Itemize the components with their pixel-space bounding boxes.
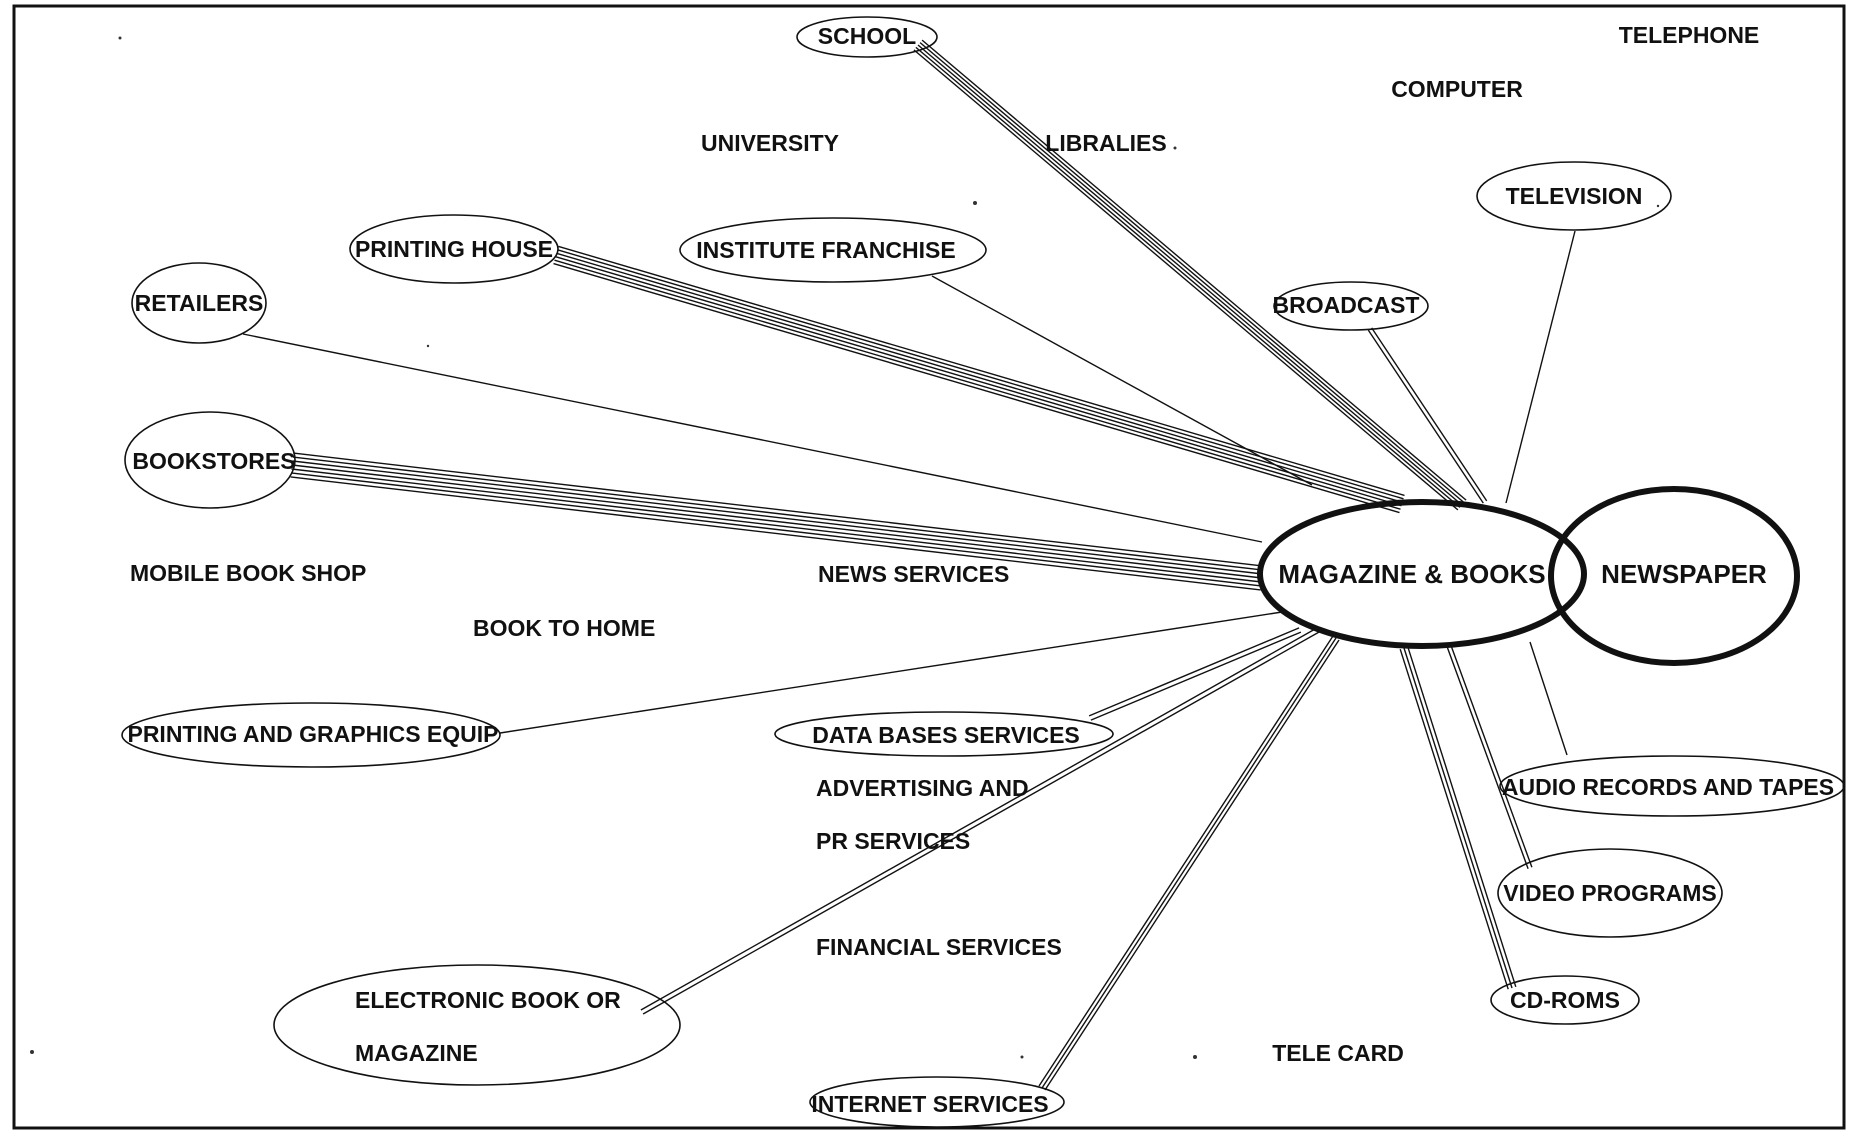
video-programs-label: VIDEO PROGRAMS: [1503, 880, 1716, 906]
printing-graphics-outline: [121, 702, 501, 768]
school-link: [919, 42, 1465, 504]
retailers-label: RETAILERS: [135, 290, 264, 316]
printing-house-link: [555, 256, 1402, 507]
school-link: [921, 39, 1467, 501]
printing-house-outline: [349, 214, 559, 284]
internet-services-link: [1044, 639, 1340, 1091]
book-to-home-label: BOOK TO HOME: [473, 615, 655, 641]
node-labels: SCHOOL TELEPHONE COMPUTER UNIVERSITY LIB…: [127, 22, 1834, 1117]
newspaper-hub-label: NEWSPAPER: [1601, 559, 1767, 589]
cd-roms-link: [1399, 648, 1509, 990]
data-bases-link: [1090, 631, 1302, 721]
bookstores-outline: [124, 411, 296, 509]
audio-records-outline: [1499, 755, 1845, 817]
bookstores-label: BOOKSTORES: [132, 448, 295, 474]
data-bases-link: [1088, 627, 1300, 717]
television-link: [1505, 230, 1576, 504]
school-outline: [796, 16, 938, 58]
printing-graphics-link: [499, 611, 1283, 734]
bookstores-link: [292, 460, 1263, 575]
bookstores-link: [291, 464, 1263, 579]
diagram-frame: [12, 4, 1846, 1130]
cd-roms-label: CD-ROMS: [1510, 987, 1620, 1013]
news-services-label: NEWS SERVICES: [818, 561, 1009, 587]
cd-roms-link: [1403, 647, 1513, 989]
video-programs-link: [1446, 646, 1529, 869]
printing-house-link: [558, 245, 1405, 497]
electronic-book-outline: [273, 964, 681, 1086]
printing-house-link: [557, 249, 1404, 500]
cd-roms-outline: [1490, 975, 1640, 1025]
bookstores-link: [291, 472, 1262, 587]
school-label: SCHOOL: [818, 23, 916, 49]
node-outlines: [121, 16, 1845, 1128]
printing-graphics-label: PRINTING AND GRAPHICS EQUIP: [127, 721, 498, 747]
bookstores-link: [290, 476, 1261, 591]
internet-services-link: [1041, 637, 1337, 1089]
audio-records-link: [1529, 641, 1568, 756]
electronic-book-link: [640, 627, 1318, 1011]
internet-services-link: [1038, 635, 1334, 1087]
libraries-label: LIBRALIES: [1045, 130, 1166, 156]
university-label: UNIVERSITY: [701, 130, 839, 156]
bookstores-link: [293, 452, 1264, 567]
electronic-magazine-label: MAGAZINE: [355, 1040, 478, 1066]
newspaper-hub-outline: [1548, 486, 1800, 666]
bookstores-link: [291, 468, 1262, 583]
printing-house-link: [556, 252, 1403, 503]
electronic-book-link: [642, 631, 1320, 1015]
connector-lines: [242, 39, 1576, 1091]
school-link: [915, 46, 1461, 508]
pr-services-label: PR SERVICES: [816, 828, 970, 854]
printing-house-link: [553, 262, 1400, 514]
broadcast-label: BROADCAST: [1273, 292, 1420, 318]
telephone-label: TELEPHONE: [1619, 22, 1760, 48]
tele-card-label: TELE CARD: [1272, 1040, 1404, 1066]
computer-label: COMPUTER: [1391, 76, 1523, 102]
scan-specks: [30, 36, 1660, 1059]
cd-roms-link: [1407, 646, 1517, 988]
broadcast-outline: [1273, 281, 1429, 331]
electronic-book-label: ELECTRONIC BOOK OR: [355, 987, 621, 1013]
internet-services-label: INTERNET SERVICES: [811, 1091, 1048, 1117]
broadcast-link: [1371, 327, 1488, 502]
magazine-books-hub-label: MAGAZINE & BOOKS: [1278, 559, 1545, 589]
data-bases-outline: [774, 711, 1114, 757]
magazine-books-hub-outline: [1257, 499, 1587, 649]
mobile-book-shop-label: MOBILE BOOK SHOP: [130, 560, 366, 586]
video-programs-outline: [1497, 848, 1723, 938]
video-programs-link: [1450, 645, 1533, 868]
broadcast-link: [1367, 329, 1484, 504]
retailers-outline: [131, 262, 267, 344]
school-link: [913, 49, 1459, 511]
institute-franchise-outline: [679, 217, 987, 283]
data-bases-label: DATA BASES SERVICES: [812, 722, 1080, 748]
bookstores-link: [292, 456, 1263, 571]
advertising-label: ADVERTISING AND: [816, 775, 1029, 801]
television-label: TELEVISION: [1506, 183, 1643, 209]
audio-records-label: AUDIO RECORDS AND TAPES: [1502, 774, 1834, 800]
printing-house-label: PRINTING HOUSE: [355, 236, 553, 262]
financial-services-label: FINANCIAL SERVICES: [816, 934, 1062, 960]
internet-services-outline: [809, 1076, 1065, 1128]
retailers-link: [242, 333, 1263, 543]
institute-franchise-label: INSTITUTE FRANCHISE: [696, 237, 955, 263]
printing-house-link: [554, 259, 1401, 510]
institute-franchise-link: [931, 275, 1313, 486]
school-link: [917, 44, 1463, 506]
television-outline: [1476, 161, 1672, 231]
